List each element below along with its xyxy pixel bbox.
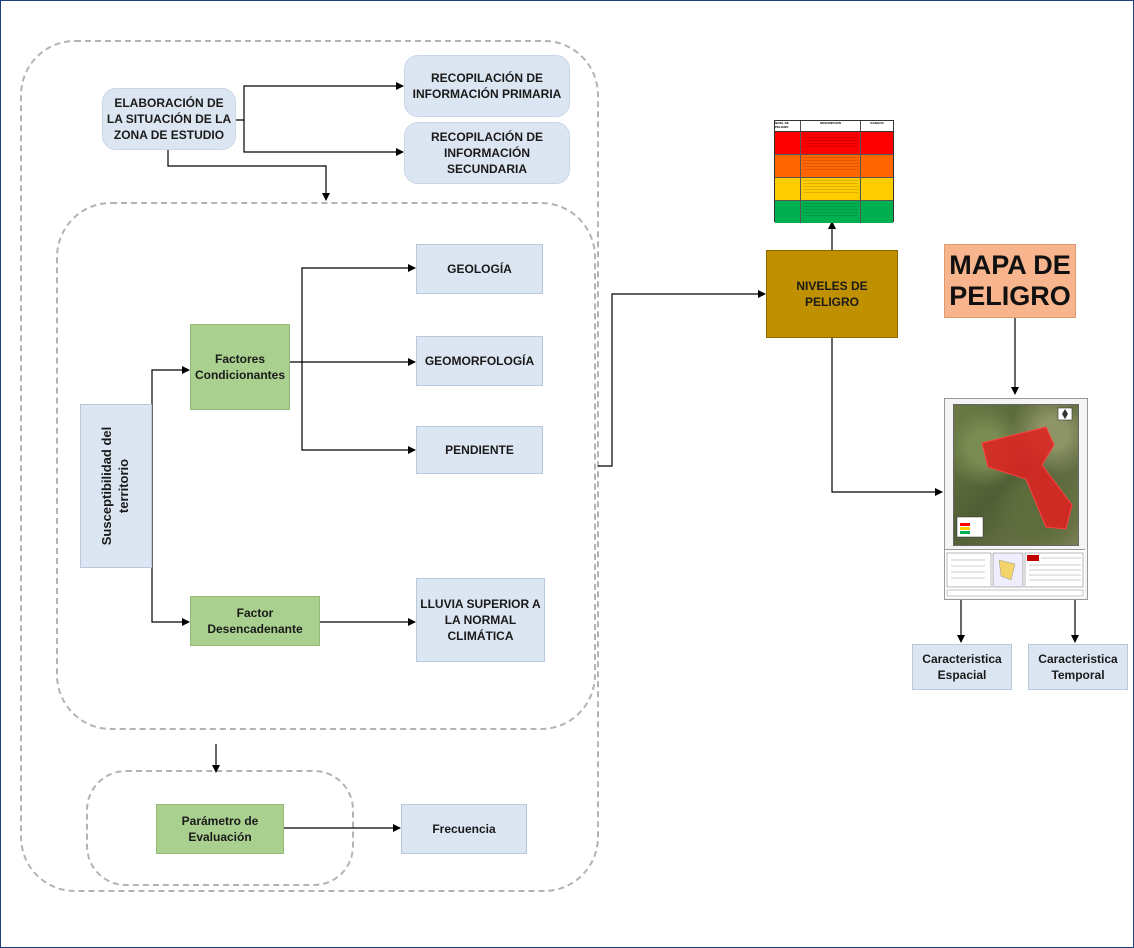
pendiente-label: PENDIENTE [445,442,514,457]
secundaria-label: RECOPILACIÓN DE INFORMACIÓN SECUNDARIA [430,129,543,177]
lluvia-label: LLUVIA SUPERIOR A LA NORMAL CLIMÁTICA [420,596,541,644]
table-row [775,201,893,223]
condicionantes-node: Factores Condicionantes [190,324,290,410]
parametro-label: Parámetro de Evaluación [181,813,259,844]
lluvia-node: LLUVIA SUPERIOR A LA NORMAL CLIMÁTICA [416,578,545,662]
satellite-image [953,404,1079,546]
hazard-table-thumbnail: NIVEL DE PELIGRO DESCRIPCIÓN RANGOS [774,120,894,223]
table-header-cell: RANGOS [870,121,884,125]
mapa-label: MAPA DE PELIGRO [949,249,1071,311]
susceptibilidad-label: Susceptibilidad del territorio [99,426,131,546]
table-header: NIVEL DE PELIGRO DESCRIPCIÓN RANGOS [775,121,893,132]
primaria-label: RECOPILACIÓN DE INFORMACIÓN PRIMARIA [412,70,562,101]
mapa-node: MAPA DE PELIGRO [944,244,1076,318]
hazard-zone-shape [956,407,1073,538]
parametro-node: Parámetro de Evaluación [156,804,284,854]
secundaria-node: RECOPILACIÓN DE INFORMACIÓN SECUNDARIA [404,122,570,184]
geomorfologia-node: GEOMORFOLOGÍA [416,336,543,386]
temporal-node: Caracteristica Temporal [1028,644,1128,690]
frecuencia-node: Frecuencia [401,804,527,854]
hazard-map-thumbnail [944,398,1088,600]
espacial-node: Caracteristica Espacial [912,644,1012,690]
niveles-node: NIVELES DE PELIGRO [766,250,898,338]
espacial-label: Caracteristica Espacial [922,651,1002,682]
table-header-cell: NIVEL DE PELIGRO [775,121,801,131]
geologia-node: GEOLOGÍA [416,244,543,294]
geologia-label: GEOLOGÍA [447,261,512,276]
elaboracion-node: ELABORACIÓN DE LA SITUACIÓN DE LA ZONA D… [102,88,236,150]
temporal-label: Caracteristica Temporal [1038,651,1118,682]
table-header-cell: DESCRIPCIÓN [801,121,861,131]
pendiente-node: PENDIENTE [416,426,543,474]
desencadenante-label: Factor Desencadenante [207,605,303,636]
primaria-node: RECOPILACIÓN DE INFORMACIÓN PRIMARIA [404,55,570,117]
condicionantes-label: Factores Condicionantes [194,351,285,382]
map-legend-panel [945,549,1085,598]
elaboracion-label: ELABORACIÓN DE LA SITUACIÓN DE LA ZONA D… [106,95,232,143]
susceptibility-dashed-group [56,202,596,730]
desencadenante-node: Factor Desencadenante [190,596,320,646]
geomorfologia-label: GEOMORFOLOGÍA [424,353,535,368]
susceptibilidad-node: Susceptibilidad del territorio [80,404,152,568]
table-row [775,155,893,178]
table-row [775,178,893,201]
frecuencia-label: Frecuencia [432,821,496,836]
niveles-label: NIVELES DE PELIGRO [796,278,868,309]
table-row [775,132,893,155]
